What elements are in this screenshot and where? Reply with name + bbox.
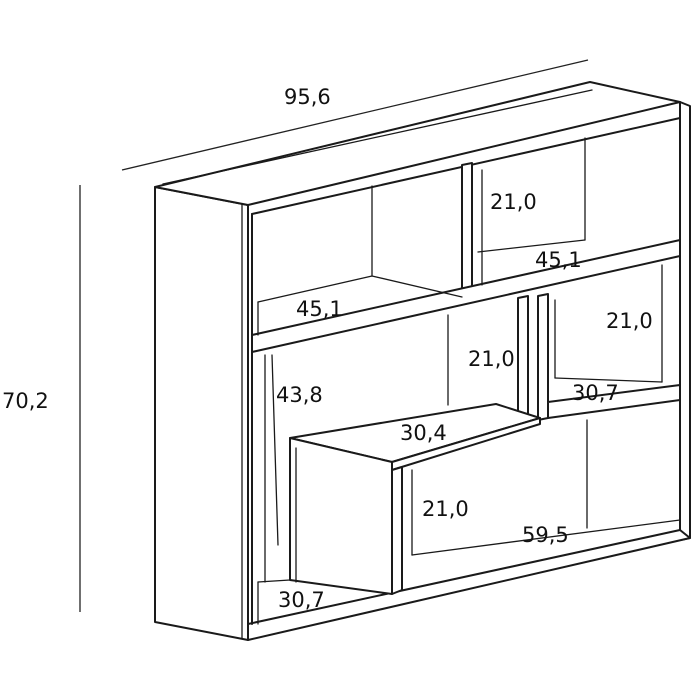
bottom-right-floor xyxy=(411,519,681,556)
top-left-floor-line xyxy=(371,275,463,298)
step-width-label: 30,4 xyxy=(400,421,447,445)
bottom-right-height-label: 21,0 xyxy=(422,497,469,521)
right-side-panel xyxy=(679,101,691,541)
bottom-panel xyxy=(247,529,691,641)
left-side-panel xyxy=(154,186,249,641)
upper-shelf xyxy=(251,239,681,353)
bottom-left-width-label: 30,7 xyxy=(278,588,325,612)
overall-height-label: 70,2 xyxy=(2,389,49,413)
middle-center-divider xyxy=(517,295,529,421)
top-panel-back-edge xyxy=(162,89,593,185)
left-tall-height-label: 43,8 xyxy=(276,383,323,407)
cabinet-body xyxy=(154,81,691,641)
step-box-front xyxy=(289,437,393,595)
bottom-divider xyxy=(391,466,403,595)
top-left-shelf-width-label: 45,1 xyxy=(296,297,343,321)
middle-right-width-label: 30,7 xyxy=(572,381,619,405)
middle-right-divider xyxy=(537,293,549,421)
left-tall-inner-line xyxy=(271,354,279,546)
middle-shelf xyxy=(547,384,681,419)
step-box-side xyxy=(391,417,541,471)
middle-right-floor xyxy=(554,377,663,383)
top-vertical-divider xyxy=(461,162,473,300)
middle-center-height-label: 21,0 xyxy=(468,347,515,371)
bottom-right-width-label: 59,5 xyxy=(522,523,569,547)
bottom-left-floor xyxy=(257,579,291,583)
top-left-shelf-back xyxy=(257,275,373,303)
top-right-shelf-width-label: 45,1 xyxy=(535,248,582,272)
middle-right-height-label: 21,0 xyxy=(606,309,653,333)
width-dimension-line xyxy=(121,59,589,171)
overall-width-label: 95,6 xyxy=(284,85,331,109)
top-right-floor-line xyxy=(477,239,586,253)
top-right-height-label: 21,0 xyxy=(490,190,537,214)
